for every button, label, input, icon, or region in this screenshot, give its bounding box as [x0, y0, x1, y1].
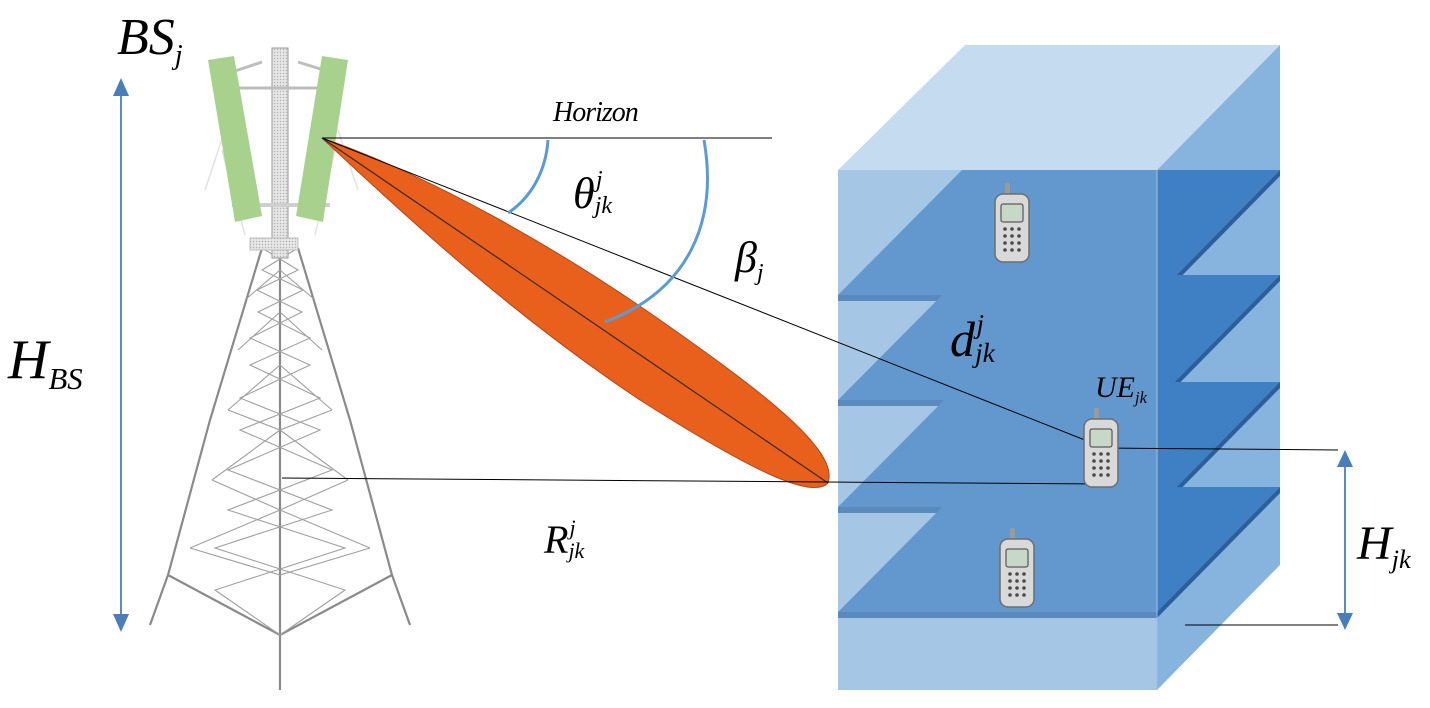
- label-h-bs: HBS: [8, 329, 83, 396]
- mobile-phone-icon: [1083, 408, 1119, 488]
- label-beta: βj: [735, 233, 764, 287]
- angle-arcs: [507, 139, 709, 324]
- label-horizon: Horizon: [553, 97, 639, 128]
- label-bs: BSj: [117, 9, 183, 71]
- floor-slab-4: [838, 487, 1280, 618]
- geometry-lines: [281, 137, 1339, 626]
- antenna-left: [208, 56, 262, 222]
- theta-arc: [507, 139, 550, 215]
- beta-arc: [604, 139, 709, 324]
- building: [838, 45, 1280, 690]
- mobile-phone-icon: [999, 528, 1035, 608]
- distance-line: [321, 137, 1106, 449]
- ue-height-ref-line: [1104, 447, 1339, 451]
- label-h-jk: Hjk: [1357, 517, 1411, 575]
- floor-slab-1: [838, 170, 1280, 301]
- h-bs-arrow: [113, 78, 129, 632]
- building-top-face: [838, 45, 1280, 170]
- antenna-right: [296, 56, 348, 222]
- mobile-phone-icon: [994, 183, 1030, 263]
- h-jk-arrow: [1337, 450, 1353, 630]
- antenna-beam: [321, 137, 830, 489]
- label-ue: UEjk: [1095, 371, 1147, 407]
- horizontal-distance-line: [281, 477, 1101, 485]
- base-station-tower-icon: [148, 47, 412, 690]
